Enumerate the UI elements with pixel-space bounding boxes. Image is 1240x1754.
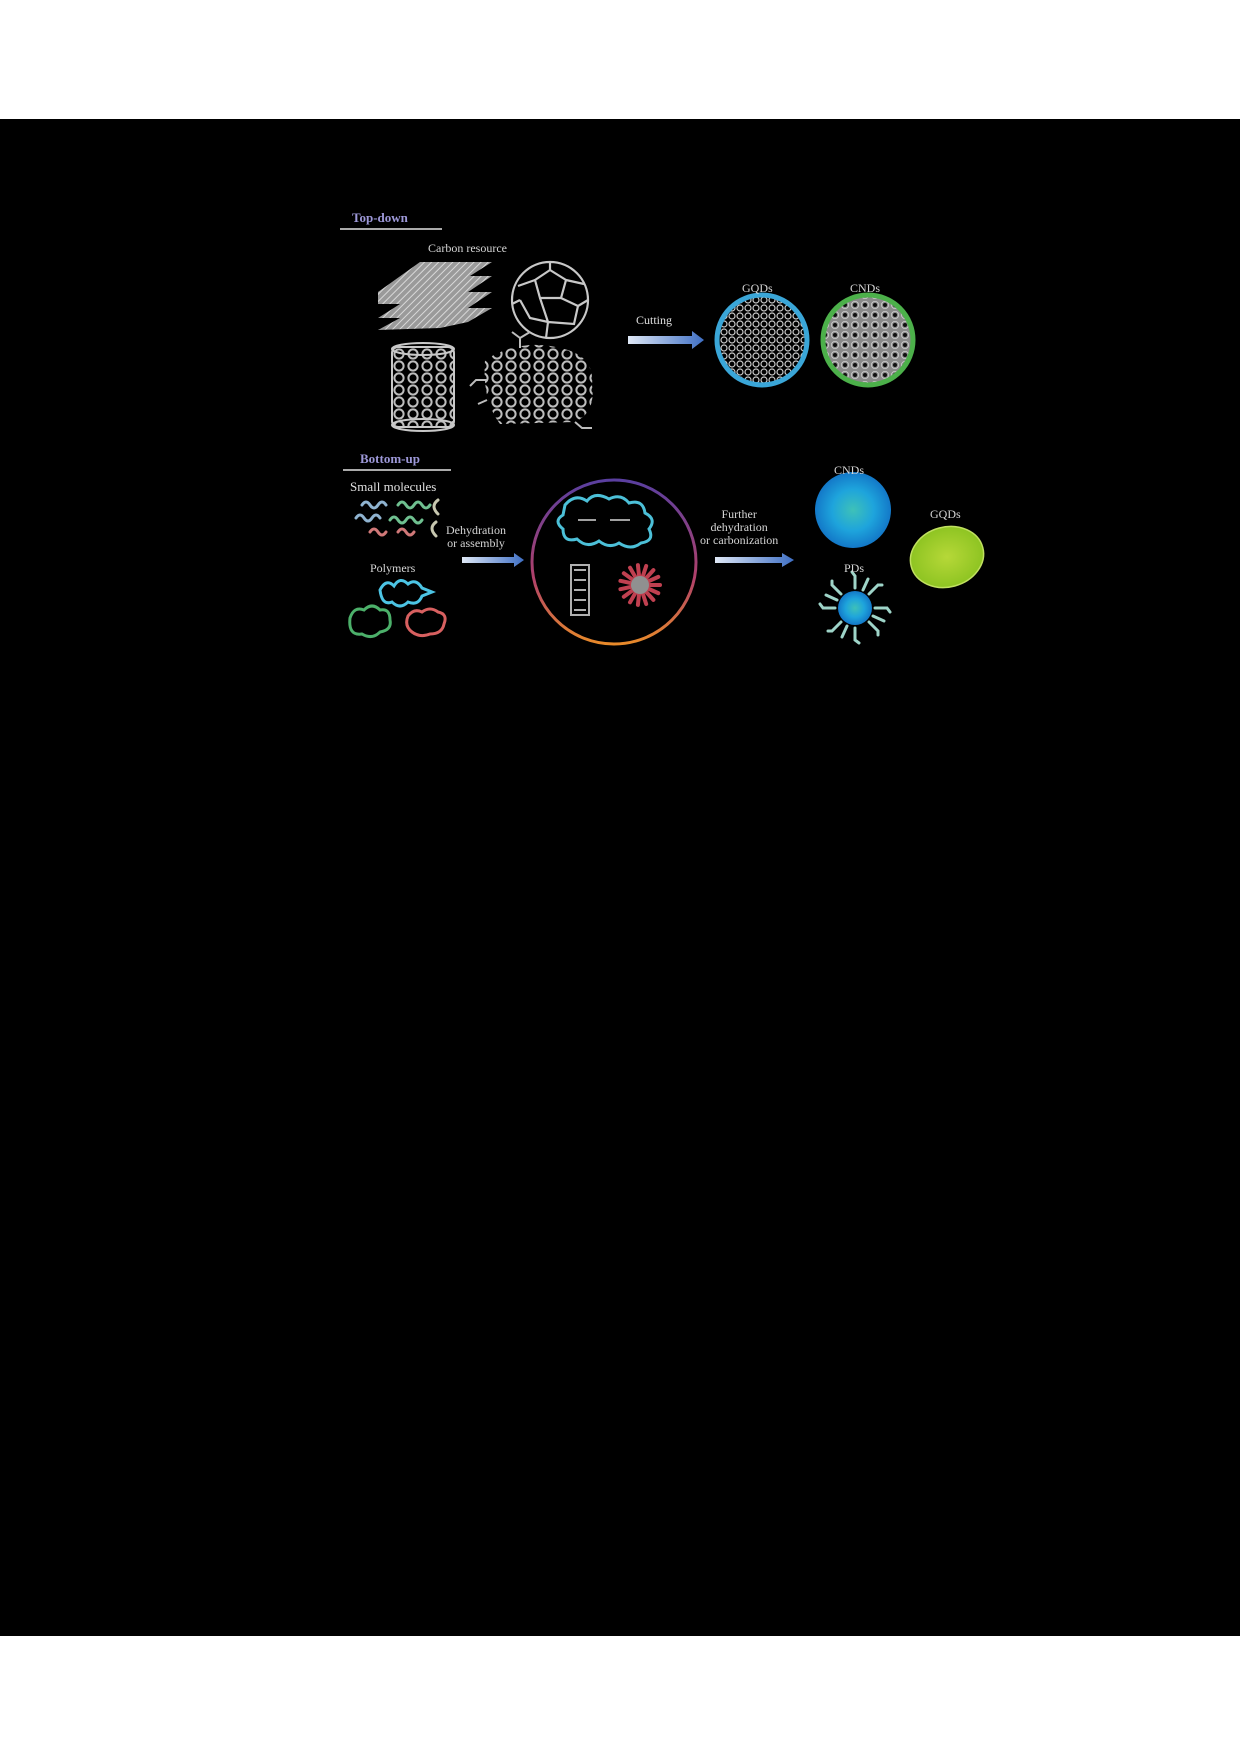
- micelle-icon: [618, 563, 662, 607]
- small-molecules-icon: [354, 498, 440, 538]
- dehydration-arrow-icon: [462, 553, 524, 567]
- pds-label: PDs: [844, 561, 865, 575]
- figure-background: [0, 119, 1240, 1636]
- graphite-sheets-icon: [378, 262, 492, 330]
- cnd-sphere-icon: [815, 472, 891, 548]
- bottom-up-underline: [343, 469, 451, 471]
- dehydration-label-line1: Dehydration: [446, 523, 506, 537]
- cnds-bottom-label: CNDs: [834, 463, 865, 477]
- top-down-heading: Top-down: [352, 210, 408, 225]
- pd-dot-icon: [818, 570, 892, 645]
- carbonization-label-line2: dehydration: [710, 520, 768, 534]
- carbonization-label-line1: Further: [721, 507, 757, 521]
- polymers-icon: [348, 579, 447, 639]
- cnd-dot-icon: [820, 292, 916, 388]
- gqds-bottom-label: GQDs: [930, 507, 961, 521]
- carbon-resource-label: Carbon resource: [428, 241, 507, 255]
- carbonization-arrow-icon: [715, 553, 794, 567]
- cutting-label: Cutting: [636, 313, 673, 327]
- polymers-label: Polymers: [370, 561, 416, 575]
- small-molecules-label: Small molecules: [350, 479, 437, 494]
- graphene-oxide-icon: [469, 331, 593, 429]
- dehydration-label-line2: or assembly: [447, 536, 505, 550]
- cutting-arrow-icon: [628, 331, 704, 349]
- gqds-top-label: GQDs: [742, 281, 773, 295]
- bottom-up-heading: Bottom-up: [360, 451, 420, 466]
- carbonization-label: Further dehydration or carbonization: [700, 508, 778, 547]
- carbonization-label-line3: or carbonization: [700, 533, 779, 547]
- gqd-ellipse-icon: [909, 525, 985, 589]
- assembly-circle-icon: [530, 478, 698, 646]
- fullerene-icon: [510, 260, 590, 340]
- gqd-dot-icon: [714, 292, 810, 388]
- dehydration-label: Dehydration or assembly: [446, 524, 506, 550]
- cnds-top-label: CNDs: [850, 281, 881, 295]
- carbon-nanotube-icon: [391, 342, 455, 432]
- top-down-underline: [340, 228, 442, 230]
